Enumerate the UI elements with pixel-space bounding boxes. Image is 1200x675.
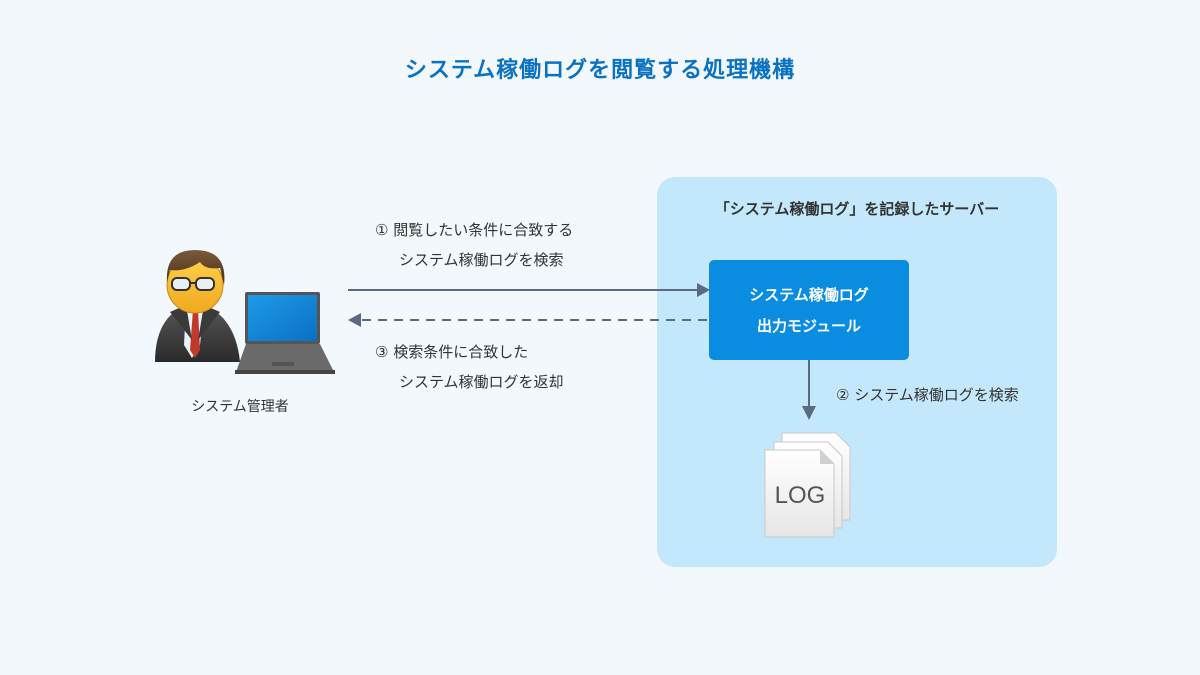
step1-line1: ① 閲覧したい条件に合致する	[375, 221, 574, 239]
log-output-module: システム稼働ログ 出力モジュール	[709, 260, 909, 360]
laptop-icon	[235, 292, 335, 374]
step1-line2: システム稼働ログを検索	[399, 251, 564, 269]
admin-label: システム管理者	[191, 399, 289, 415]
step3-line2: システム稼働ログを返却	[399, 373, 564, 391]
search-arrow	[802, 360, 816, 420]
module-label-line1: システム稼働ログ	[749, 286, 869, 304]
diagram-title: システム稼働ログを閲覧する処理機構	[404, 58, 796, 83]
step1-label: ① 閲覧したい条件に合致する システム稼働ログを検索	[375, 215, 573, 275]
admin-person-icon	[155, 250, 240, 362]
log-file-text: LOG	[775, 482, 826, 509]
server-label: 「システム稼働ログ」を記録したサーバー	[714, 200, 1000, 218]
step3-line1: ③ 検索条件に合致した	[375, 343, 529, 361]
server-box	[657, 177, 1057, 567]
log-files-icon	[764, 432, 851, 538]
response-arrow	[348, 313, 709, 327]
step2-label: ② システム稼働ログを検索	[836, 386, 1019, 404]
request-arrow	[348, 283, 710, 297]
step3-label: ③ 検索条件に合致した システム稼働ログを返却	[375, 337, 564, 397]
module-label-line2: 出力モジュール	[757, 317, 861, 335]
